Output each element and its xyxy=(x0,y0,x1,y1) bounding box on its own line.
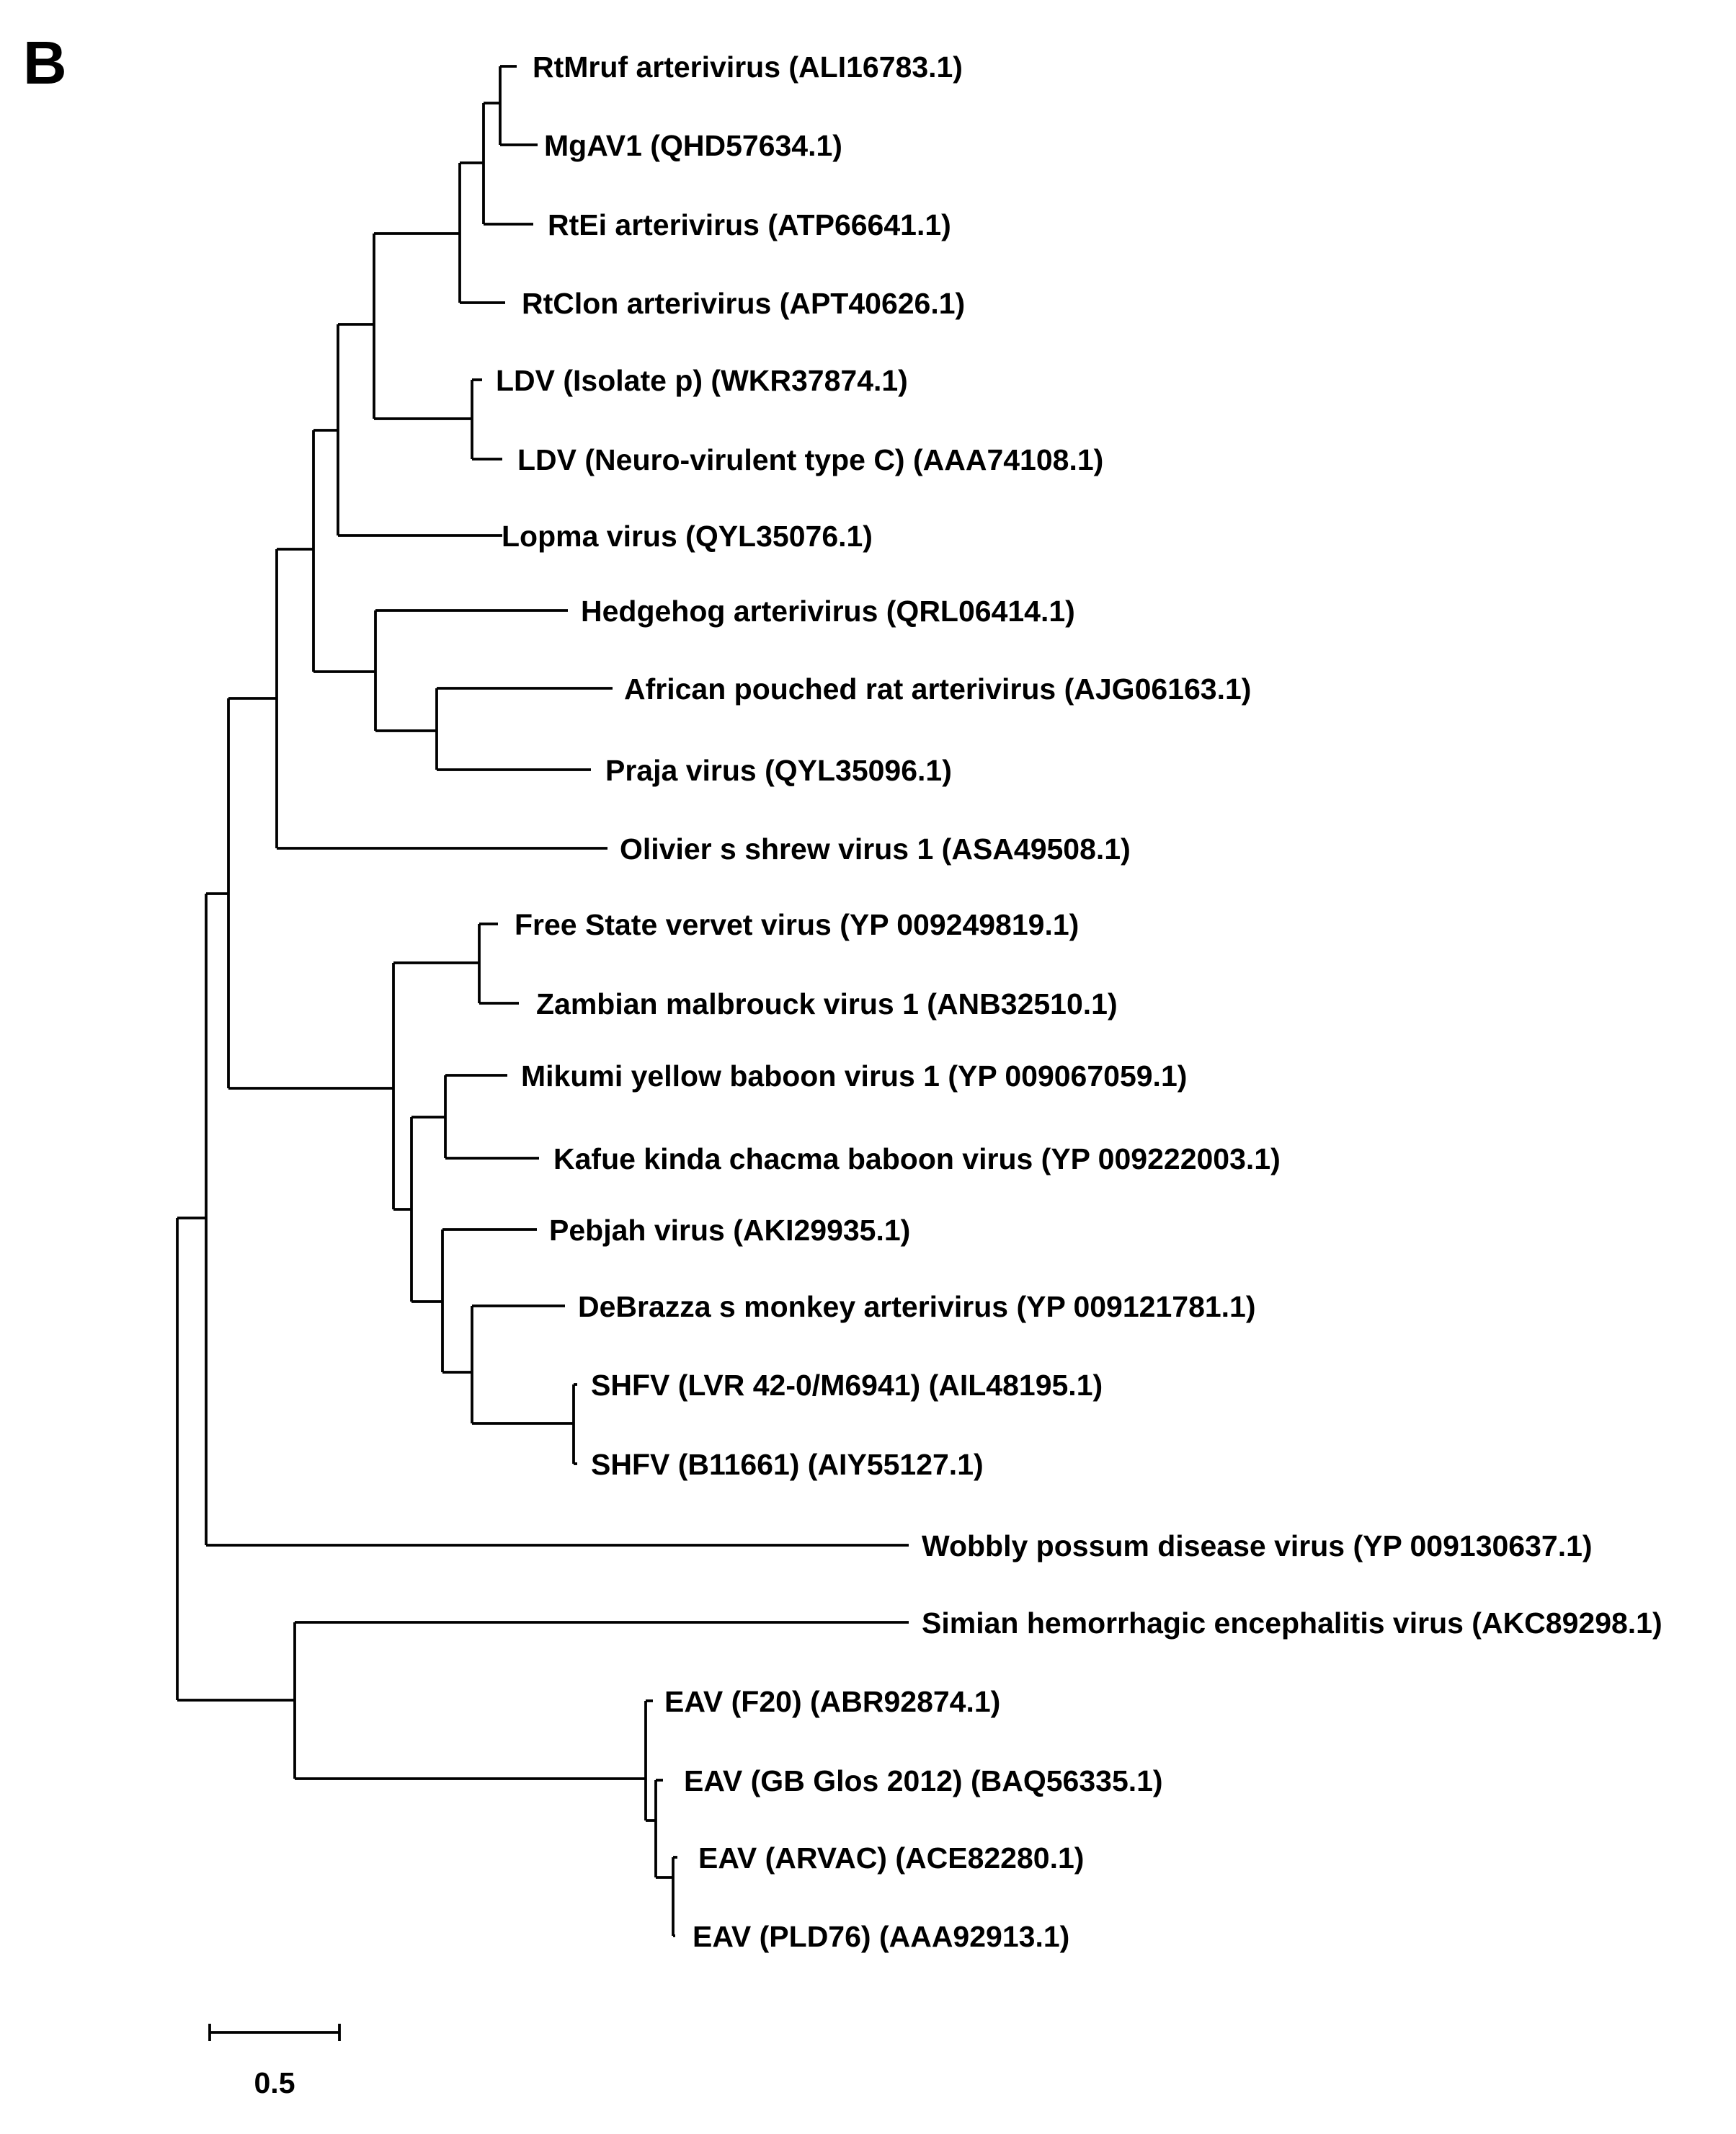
leaf-label: Lopma virus (QYL35076.1) xyxy=(502,520,873,553)
leaf-label: Wobbly possum disease virus (YP 00913063… xyxy=(922,1529,1593,1562)
leaf-label: Kafue kinda chacma baboon virus (YP 0092… xyxy=(553,1142,1281,1175)
leaf-label: Free State vervet virus (YP 009249819.1) xyxy=(515,908,1079,941)
leaf-label: DeBrazza s monkey arterivirus (YP 009121… xyxy=(578,1290,1256,1323)
leaf-label: Zambian malbrouck virus 1 (ANB32510.1) xyxy=(536,987,1118,1021)
leaf-label: EAV (F20) (ABR92874.1) xyxy=(664,1685,1000,1718)
panel-label: B xyxy=(23,29,67,97)
leaf-label: EAV (ARVAC) (ACE82280.1) xyxy=(698,1841,1084,1875)
tree-branches xyxy=(176,65,909,1937)
leaf-label: SHFV (B11661) (AIY55127.1) xyxy=(591,1448,984,1481)
leaf-label: Simian hemorrhagic encephalitis virus (A… xyxy=(922,1606,1662,1640)
leaf-label: LDV (Isolate p) (WKR37874.1) xyxy=(496,364,908,397)
leaf-labels: RtMruf arterivirus (ALI16783.1) MgAV1 (Q… xyxy=(496,50,1662,1953)
leaf-label: African pouched rat arterivirus (AJG0616… xyxy=(624,672,1251,706)
leaf-label: EAV (GB Glos 2012) (BAQ56335.1) xyxy=(684,1764,1163,1797)
scale-bar: 0.5 xyxy=(208,2024,341,2099)
leaf-label: RtMruf arterivirus (ALI16783.1) xyxy=(533,50,963,84)
leaf-label: EAV (PLD76) (AAA92913.1) xyxy=(693,1920,1069,1953)
leaf-label: LDV (Neuro-virulent type C) (AAA74108.1) xyxy=(517,443,1103,476)
scale-bar-label: 0.5 xyxy=(254,2066,295,2099)
leaf-label: RtClon arterivirus (APT40626.1) xyxy=(522,287,965,320)
leaf-label: RtEi arterivirus (ATP66641.1) xyxy=(548,208,951,241)
leaf-label: Olivier s shrew virus 1 (ASA49508.1) xyxy=(620,832,1131,866)
scale-bar-line xyxy=(208,2024,341,2041)
leaf-label: Pebjah virus (AKI29935.1) xyxy=(549,1214,910,1247)
leaf-label: Mikumi yellow baboon virus 1 (YP 0090670… xyxy=(521,1059,1187,1093)
leaf-label: SHFV (LVR 42-0/M6941) (AIL48195.1) xyxy=(591,1369,1103,1402)
leaf-label: MgAV1 (QHD57634.1) xyxy=(544,129,842,162)
leaf-label: Hedgehog arterivirus (QRL06414.1) xyxy=(581,595,1075,628)
leaf-label: Praja virus (QYL35096.1) xyxy=(605,754,952,787)
